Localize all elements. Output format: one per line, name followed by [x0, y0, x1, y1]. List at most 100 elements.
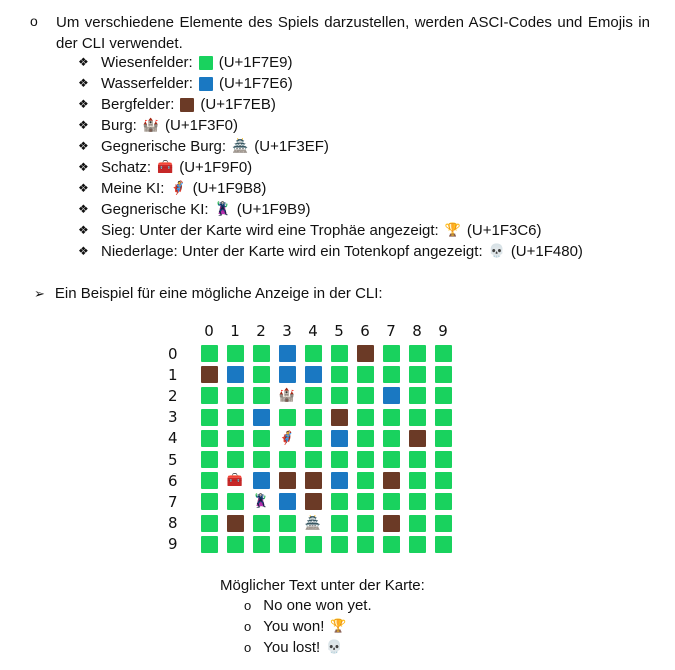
map-cell	[352, 385, 378, 406]
row-label: 3	[168, 408, 178, 427]
unicode-code: (U+1F7E9)	[218, 54, 293, 71]
map-cell	[248, 343, 274, 364]
grass-tile	[382, 429, 400, 447]
water-tile	[226, 366, 244, 384]
row-label: 0	[168, 344, 178, 363]
grass-tile	[434, 408, 452, 426]
grass-tile	[330, 451, 348, 468]
map-cell	[326, 470, 352, 491]
map-cell	[378, 343, 404, 364]
grass-tile	[408, 345, 426, 362]
map-cell: 🧰	[222, 470, 248, 491]
grass-tile	[278, 408, 296, 426]
grass-tile	[200, 408, 218, 426]
map-cells: 🦹	[196, 491, 456, 512]
map-cell	[196, 449, 222, 470]
map-cell	[326, 407, 352, 428]
grass-tile	[408, 366, 426, 384]
grass-tile	[434, 514, 452, 532]
diamond-bullet-icon: ❖	[78, 202, 89, 216]
map-cell	[274, 513, 300, 534]
map-row: 6🧰	[168, 470, 456, 491]
castle-icon: 🏰	[142, 118, 160, 133]
map-cell	[430, 407, 456, 428]
map-cell	[222, 364, 248, 385]
row-label: 7	[168, 492, 178, 511]
map-cell	[222, 428, 248, 449]
grass-tile	[382, 535, 400, 553]
bullet-circle-icon: o	[244, 619, 252, 634]
map-cell	[404, 407, 430, 428]
grass-tile	[330, 387, 348, 405]
map-cell	[430, 470, 456, 491]
grass-tile	[304, 387, 322, 405]
map-cell	[274, 449, 300, 470]
intro-item: o Um verschiedene Elemente des Spiels da…	[30, 12, 650, 54]
map-cell	[196, 407, 222, 428]
grass-tile	[252, 366, 270, 384]
map-cell	[196, 491, 222, 512]
map-cell	[352, 470, 378, 491]
grass-tile	[200, 451, 218, 468]
map-cell	[248, 513, 274, 534]
grass-tile	[252, 451, 270, 468]
map-cell	[378, 449, 404, 470]
map-cell	[430, 491, 456, 512]
grass-tile	[200, 387, 218, 405]
map-cell	[196, 513, 222, 534]
column-label: 3	[282, 322, 292, 340]
water-square-icon	[198, 76, 213, 91]
grass-tile	[356, 514, 374, 532]
map-cell	[404, 364, 430, 385]
grass-tile	[356, 429, 374, 447]
water-tile	[330, 429, 348, 447]
map-cell	[352, 534, 378, 555]
grass-tile	[226, 493, 244, 511]
map-cells: 🏯	[196, 513, 456, 534]
map-cell	[404, 428, 430, 449]
grass-tile	[434, 366, 452, 384]
map-cell	[326, 385, 352, 406]
grass-tile	[304, 535, 322, 553]
unicode-code: (U+1F3EF)	[254, 138, 329, 155]
grass-tile	[330, 366, 348, 384]
unicode-code: (U+1F3F0)	[165, 117, 238, 134]
japanese-castle-icon: 🏯	[232, 139, 249, 154]
map-cell	[326, 491, 352, 512]
grass-tile	[434, 387, 452, 405]
map-cell	[404, 470, 430, 491]
unicode-code: (U+1F9B8)	[192, 180, 267, 197]
arrow-bullet-icon: ➢	[34, 285, 45, 301]
map-cell	[222, 343, 248, 364]
grass-tile	[408, 493, 426, 511]
unicode-code: (U+1F7E6)	[218, 75, 293, 92]
man-superhero-icon: 🦸	[278, 430, 296, 446]
toolbox-icon: 🧰	[157, 160, 174, 175]
grass-tile	[356, 535, 374, 553]
water-tile	[278, 366, 296, 384]
map-cell	[222, 491, 248, 512]
column-label: 5	[334, 322, 344, 340]
map-cell	[274, 407, 300, 428]
grass-tile	[304, 429, 322, 447]
map-cell	[300, 343, 326, 364]
map-cell	[300, 534, 326, 555]
grass-tile	[252, 429, 270, 447]
diamond-bullet-icon: ❖	[78, 55, 89, 69]
grass-tile	[408, 387, 426, 405]
map-cell	[430, 534, 456, 555]
grass-tile	[356, 493, 374, 511]
row-label: 8	[168, 514, 178, 533]
man-supervillain-icon: 🦹	[214, 202, 231, 217]
grass-tile	[200, 345, 218, 362]
bullet-circle-icon: o	[244, 640, 252, 655]
map-cell	[248, 428, 274, 449]
grass-tile	[382, 493, 400, 511]
map-cell	[378, 470, 404, 491]
grass-tile	[200, 429, 218, 447]
water-tile	[252, 472, 270, 490]
bullet-circle-icon: o	[30, 13, 38, 29]
map-cell	[196, 364, 222, 385]
map-cell	[430, 364, 456, 385]
